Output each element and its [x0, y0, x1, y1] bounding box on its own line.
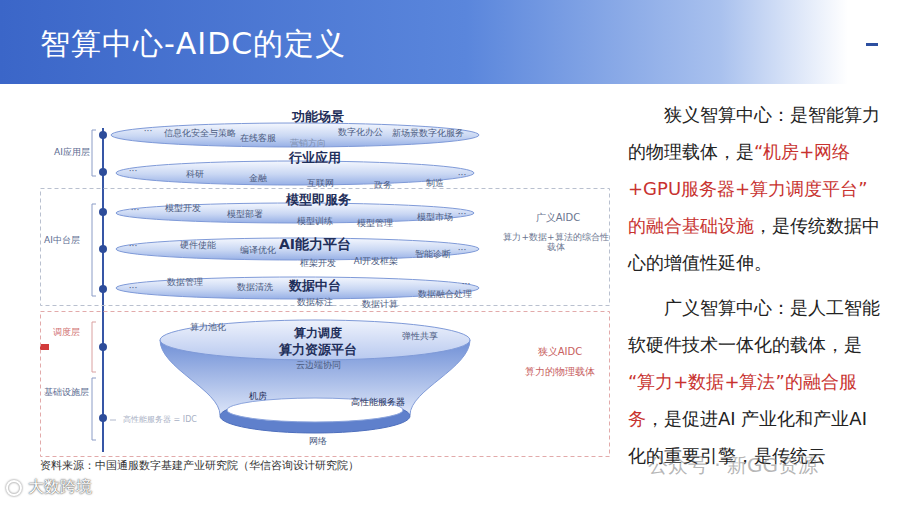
node-item: 模型管理: [357, 219, 393, 229]
node-item: 弹性共享: [402, 332, 438, 342]
node-item: 信息化安全与策略: [164, 129, 236, 139]
watermark: 大数跨境: [28, 477, 92, 498]
node-item: 智能诊断: [415, 250, 451, 260]
node-item: 框架开发: [300, 259, 336, 269]
node-heading: 算力池化: [190, 323, 226, 333]
node-item: 数据融合处理: [418, 290, 472, 300]
node-item: ···: [144, 126, 153, 136]
leader-line: [110, 420, 116, 421]
layer-bracket: [92, 322, 96, 372]
layer-ellipse-node: 功能场景···信息化安全与策略在线客服营销方向数字化办公新场景数字化服务: [110, 122, 480, 148]
header-dash: [866, 43, 878, 46]
layer-label: 高性能服务器 = IDC: [123, 415, 197, 424]
node-item: 数字化办公: [338, 128, 383, 138]
layer-ellipse-node: 模型即服务···模型开发模型部署模型训练模型管理模型市场···: [115, 202, 475, 224]
node-item: 数据计算: [362, 300, 398, 310]
slide-title: 智算中心-AIDC的定义: [40, 24, 346, 65]
node-item: 模型训练: [297, 217, 333, 227]
node-item: 硬件使能: [180, 241, 216, 251]
node-item: 网络: [309, 436, 327, 446]
watermark: 公众号 · 新GG资源: [648, 452, 818, 479]
layer-ellipse: [116, 161, 474, 185]
text-panel: 狭义智算中心：是智能算力的物理载体，是“机房+网络+GPU服务器+算力调度平台”…: [628, 96, 880, 482]
definition-paragraph: 广义智算中心：是人工智能软硬件技术一体化的载体，是“算力+数据+算法”的融合服务…: [628, 289, 880, 474]
node-item: 互联网: [307, 179, 334, 189]
node-item: 模型开发: [165, 204, 201, 214]
layer-bracket: [92, 378, 96, 440]
node-item: 数据管理: [167, 278, 203, 288]
node-item: ···: [129, 166, 138, 176]
node-item: 模型市场: [417, 213, 453, 223]
layer-ellipse-node: 行业应用···科研金融互联网政务制造···: [115, 160, 475, 186]
node-item: 营销方向: [290, 139, 326, 149]
node-item: 金融: [249, 174, 267, 184]
node-item: 算力调度: [294, 327, 342, 341]
node-item: 新场景数字化服务: [392, 129, 464, 139]
node-item: ···: [458, 209, 467, 219]
node-item: ···: [129, 283, 138, 293]
red-marker: [40, 344, 49, 350]
node-item: 算力资源平台: [279, 343, 357, 358]
node-heading: 广义AIDC: [536, 212, 580, 224]
layer-bracket: [92, 204, 96, 296]
layer-label: AI中台层: [44, 235, 80, 245]
node-item: ···: [462, 279, 471, 289]
node-item: ···: [458, 245, 467, 255]
axis-dot: [99, 131, 107, 139]
axis-dot: [99, 208, 107, 216]
node-item: 数据标注: [297, 298, 333, 308]
node-item: AI开发框架: [354, 257, 398, 267]
node-item: 编译优化: [240, 246, 276, 256]
axis-dot: [99, 343, 107, 351]
dashed-box: [41, 312, 610, 457]
node-item: 政务: [374, 181, 392, 191]
node-item: 算力的物理载体: [525, 366, 595, 378]
scope-box: 狭义AIDC 算力的物理载体 算力池化 算力调度算力资源平台 弹性共享云边端协同机房高性…: [40, 311, 610, 457]
node-item: 算力+数据+算法的综合性载体: [500, 232, 612, 253]
layer-ellipse-node: 数据中台···数据管理数据清洗数据标注数据计算数据融合处理···: [115, 276, 480, 300]
dashed-box: [41, 189, 610, 306]
axis-dot: [99, 245, 107, 253]
layer-label: 基础设施层: [44, 387, 89, 397]
layer-bracket: [92, 130, 96, 176]
node-heading: AI能力平台: [279, 236, 351, 252]
node-heading: 模型即服务: [286, 193, 351, 208]
watermark-icon: [7, 481, 21, 495]
node-item: 模型部署: [227, 210, 263, 220]
node-item: ···: [129, 241, 138, 251]
node-heading: 行业应用: [289, 151, 341, 166]
node-item: 机房: [249, 391, 267, 401]
node-heading: 功能场景: [292, 110, 344, 125]
layer-ellipse: [116, 277, 479, 299]
scope-box: 广义AIDC 算力+数据+算法的综合性载体 模型即服务 ··· 模型开发模型部署模型训练…: [40, 188, 610, 306]
node-item: 制造: [426, 179, 444, 189]
node-item: 数据清洗: [237, 283, 273, 293]
node-item: 在线客服: [240, 134, 276, 144]
axis-dot: [99, 414, 107, 422]
layer-label: AI应用层: [54, 147, 90, 157]
funnel-platform: 算力池化 算力调度算力资源平台 弹性共享云边端协同机房高性能服务器网络: [150, 318, 480, 453]
axis-dot: [99, 285, 107, 293]
axis-dot: [99, 168, 107, 176]
layer-label: 调度层: [53, 327, 80, 337]
node-heading: 数据中台: [289, 279, 341, 294]
source-caption: 资料来源：中国通服数字基建产业研究院（华信咨询设计研究院）: [40, 458, 359, 473]
node-item: 云边端协同: [296, 361, 341, 371]
funnel-top: [160, 320, 470, 360]
body-text: 广义智算中心：是人工智能软硬件技术一体化的载体，是: [628, 297, 880, 355]
layer-ellipse-node: AI能力平台···硬件使能编译优化框架开发AI开发框架智能诊断···: [115, 237, 480, 261]
node-item: ···: [458, 170, 467, 180]
node-item: 高性能服务器: [351, 397, 405, 407]
node-item: ···: [131, 205, 140, 215]
node-heading: 狭义AIDC: [538, 346, 582, 358]
node-item: 科研: [186, 170, 204, 180]
definition-paragraph: 狭义智算中心：是智能算力的物理载体，是“机房+网络+GPU服务器+算力调度平台”…: [628, 96, 880, 281]
